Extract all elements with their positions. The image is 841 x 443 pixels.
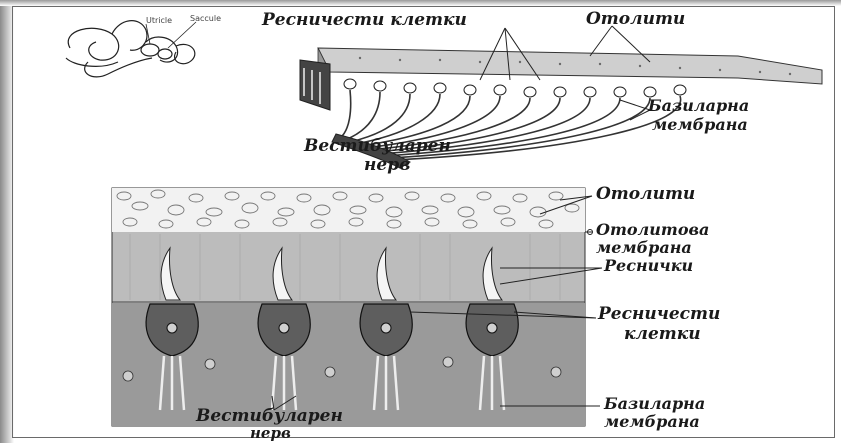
top-nerve-label-1: Вестибуларен (304, 138, 451, 155)
bottom-nerve-label-1: Вестибуларен (196, 408, 343, 425)
bottom-otoliths-label: Отолити (596, 186, 695, 203)
macula-cross-section (112, 188, 602, 426)
top-basilar-label-2: мембрана (652, 117, 748, 133)
bottom-basilar-label-2: мембрана (604, 414, 700, 430)
top-otoliths-label: Отолити (586, 11, 685, 28)
bottom-hair-cells-label-1: Ресничести (598, 306, 720, 323)
utricle-label: Utricle (146, 16, 172, 25)
top-basilar-label-1: Базиларна (648, 98, 749, 114)
top-nerve-label-2: нерв (364, 157, 410, 174)
saccule-label: Saccule (190, 14, 221, 23)
bottom-nerve-label-2: нерв (250, 426, 291, 441)
cilia-label: Реснички (604, 258, 693, 274)
otolith-membrane-label-1: Отолитова (596, 222, 709, 238)
otolith-membrane-label-2: мембрана (596, 240, 692, 256)
bottom-hair-cells-label-2: клетки (624, 326, 701, 343)
bottom-basilar-label-1: Базиларна (604, 396, 705, 412)
top-hair-cells-label: Ресничести клетки (262, 12, 467, 29)
inner-ear-inset (66, 21, 196, 77)
